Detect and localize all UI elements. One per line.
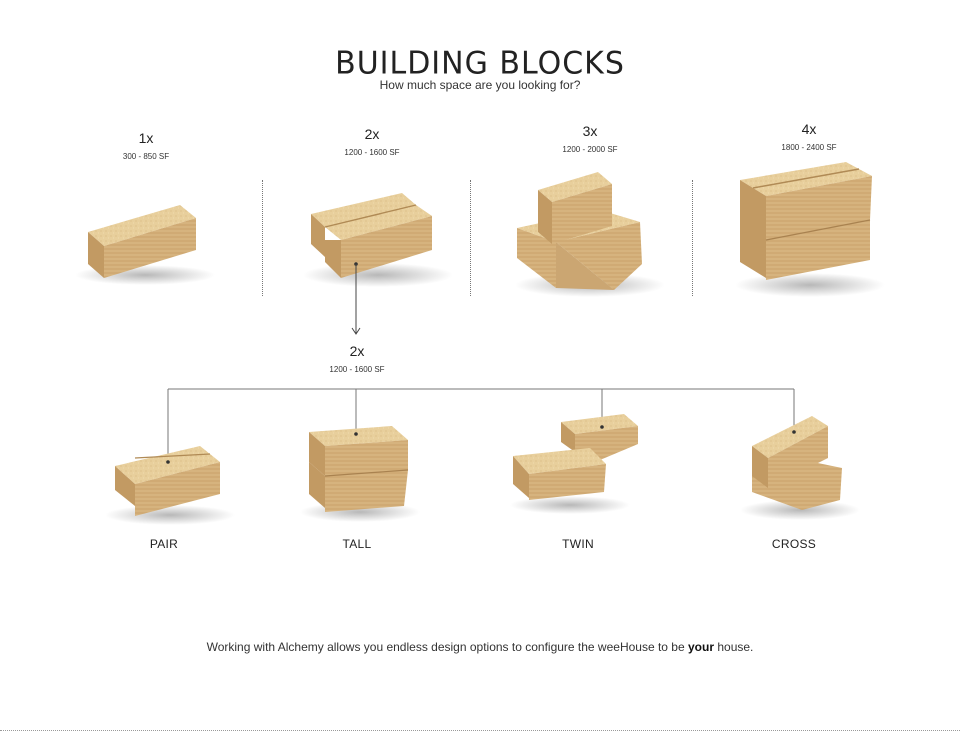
bottom-dotted-rule xyxy=(0,730,960,731)
size-multiplier: 2x xyxy=(364,126,380,142)
size-range: 1200 - 1600 SF xyxy=(344,148,400,157)
size-option-2x: 2x 1200 - 1600 SF xyxy=(322,126,422,157)
size-multiplier: 1x xyxy=(138,130,154,146)
block-pair xyxy=(115,446,220,516)
expand-arrow xyxy=(351,262,361,335)
footer-emphasis: your xyxy=(688,640,715,654)
block-twin xyxy=(513,414,638,500)
page-subtitle: How much space are you looking for? xyxy=(379,78,581,92)
block-shadows xyxy=(75,263,885,525)
size-option-1x: 1x 300 - 850 SF xyxy=(96,130,196,161)
footer-text-after: house. xyxy=(714,640,754,654)
size-multiplier: 2x xyxy=(349,343,365,359)
size-multiplier: 3x xyxy=(582,123,598,139)
config-connector xyxy=(167,388,795,462)
column-divider xyxy=(262,180,263,296)
page-title: BUILDING BLOCKS xyxy=(335,45,625,82)
size-range: 300 - 850 SF xyxy=(122,152,170,161)
expanded-size-label: 2x 1200 - 1600 SF xyxy=(307,343,407,374)
size-range: 1200 - 2000 SF xyxy=(562,145,618,154)
config-label-pair: PAIR xyxy=(149,537,179,551)
size-option-3x: 3x 1200 - 2000 SF xyxy=(540,123,640,154)
size-range: 1800 - 2400 SF xyxy=(781,143,837,152)
config-label-twin: TWIN xyxy=(562,537,594,551)
size-option-4x: 4x 1800 - 2400 SF xyxy=(759,121,859,152)
block-3x xyxy=(517,172,642,290)
size-range: 1200 - 1600 SF xyxy=(329,365,385,374)
column-divider xyxy=(692,180,693,296)
block-cross xyxy=(752,416,842,510)
column-divider xyxy=(470,180,471,296)
block-1x xyxy=(88,205,196,278)
config-label-cross: CROSS xyxy=(771,537,817,551)
footer-text-before: Working with Alchemy allows you endless … xyxy=(206,640,688,654)
block-4x xyxy=(740,162,872,280)
size-multiplier: 4x xyxy=(801,121,817,137)
block-tall xyxy=(309,426,409,512)
footer-text: Working with Alchemy allows you endless … xyxy=(0,640,960,654)
config-label-tall: TALL xyxy=(342,537,372,551)
block-2x xyxy=(311,193,432,278)
